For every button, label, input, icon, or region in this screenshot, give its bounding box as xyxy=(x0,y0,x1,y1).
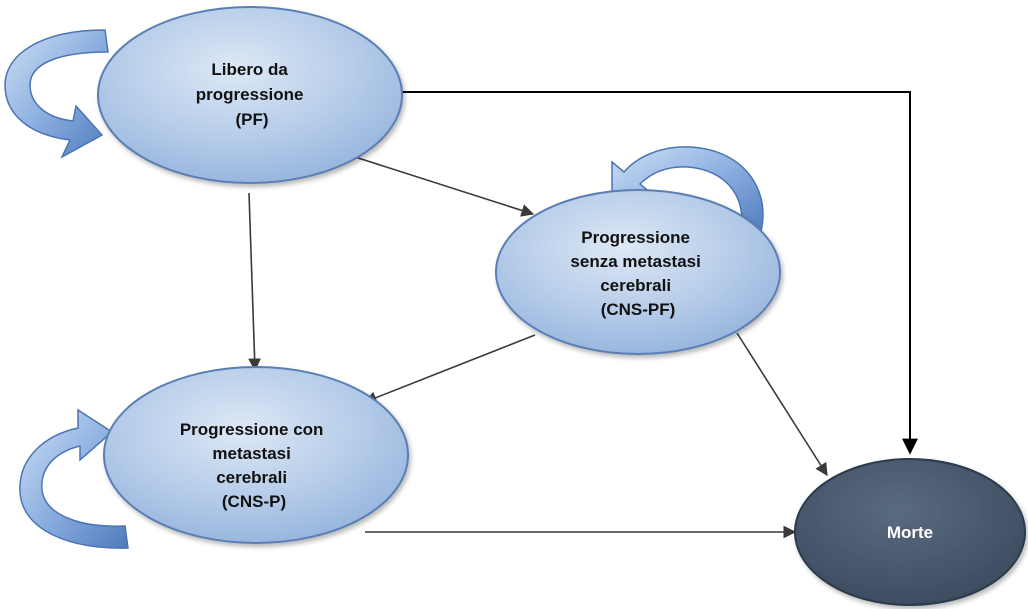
node-death-shape xyxy=(794,458,1026,606)
node-cns-pf-shape xyxy=(495,189,781,355)
node-pf-label: Libero da progressione (PF) xyxy=(196,60,308,129)
node-cns-p xyxy=(103,366,409,544)
edges xyxy=(248,91,918,539)
node-cns-pf xyxy=(495,189,781,355)
edge-pf-to-death xyxy=(402,91,918,455)
node-death-label: Morte xyxy=(887,523,933,542)
self-loop-arrow-cns-p xyxy=(19,408,129,549)
node-cns-pf-label: Progressione senza metastasi cerebrali (… xyxy=(570,228,705,319)
node-death xyxy=(794,458,1026,606)
edge-cns-pf-to-cns-p xyxy=(363,334,536,404)
node-cns-p-label: Progressione con metastasi cerebrali (CN… xyxy=(180,420,328,511)
edge-pf-to-cns-pf xyxy=(354,156,535,217)
self-loops xyxy=(4,29,764,549)
edge-cns-pf-to-death xyxy=(736,332,828,477)
node-pf-shape xyxy=(97,6,403,184)
self-loop-arrow-cns-pf xyxy=(611,146,764,236)
node-pf xyxy=(97,6,403,184)
self-loop-arrow-pf xyxy=(4,29,109,159)
node-cns-p-shape xyxy=(103,366,409,544)
edge-pf-to-cns-p xyxy=(248,192,262,372)
